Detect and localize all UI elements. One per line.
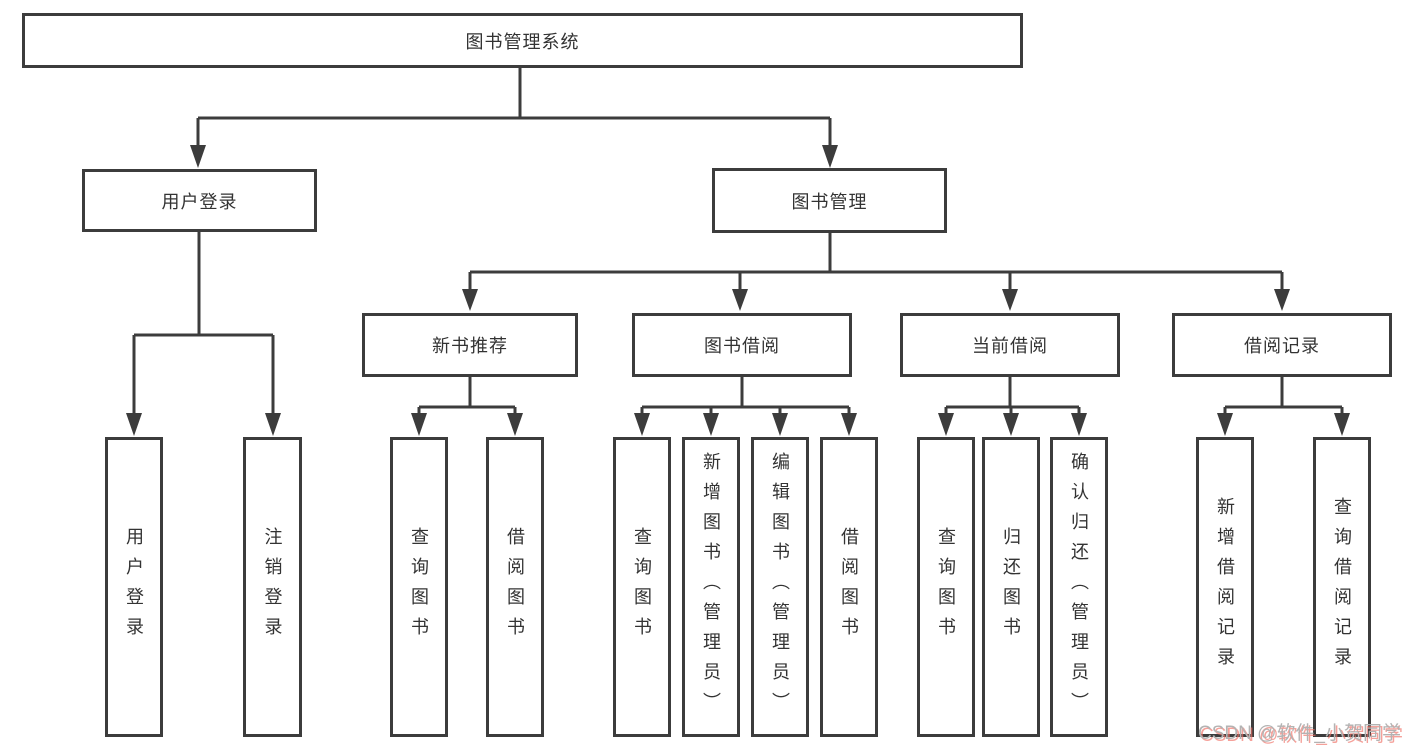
connector-book-management-branch xyxy=(468,233,1284,290)
node-borrow-records: 借阅记录 xyxy=(1172,313,1392,377)
node-current-borrow: 当前借阅 xyxy=(900,313,1120,377)
leaf-query-borrow-record: 查询借阅记录 xyxy=(1313,437,1371,737)
csdn-watermark: CSDN @软件_小贺同学 xyxy=(1198,723,1401,744)
node-book-borrow: 图书借阅 xyxy=(632,313,852,377)
leaf-query-books-recommend: 查询图书 xyxy=(390,437,448,737)
arrowheads-level3 xyxy=(462,289,1290,311)
connector-root-to-level2 xyxy=(196,68,832,147)
connector-new-book-recommend-branch xyxy=(417,377,517,415)
arrowheads-borrow-records-leaves xyxy=(1217,413,1350,436)
connector-user-login-branch xyxy=(132,232,275,415)
leaf-logout-login: 注销登录 xyxy=(243,437,302,737)
leaf-add-book-admin: 新增图书（管理员） xyxy=(682,437,740,737)
leaf-query-books-current: 查询图书 xyxy=(917,437,975,737)
leaf-add-borrow-record: 新增借阅记录 xyxy=(1196,437,1254,737)
arrowheads-book-borrow-leaves xyxy=(634,413,857,436)
leaf-return-book: 归还图书 xyxy=(982,437,1040,737)
leaf-borrow-books: 借阅图书 xyxy=(820,437,878,737)
node-library-management-system: 图书管理系统 xyxy=(22,13,1023,68)
leaf-query-books-borrow: 查询图书 xyxy=(613,437,671,737)
leaf-confirm-return-admin: 确认归还（管理员） xyxy=(1050,437,1108,737)
connector-current-borrow-branch xyxy=(944,377,1081,415)
connector-book-borrow-branch xyxy=(640,377,851,415)
leaf-borrow-books-recommend: 借阅图书 xyxy=(486,437,544,737)
leaf-user-login: 用户登录 xyxy=(105,437,163,737)
arrowheads-new-book-recommend-leaves xyxy=(411,413,523,436)
arrowheads-level2 xyxy=(190,145,838,168)
node-new-book-recommend: 新书推荐 xyxy=(362,313,578,377)
node-user-login: 用户登录 xyxy=(82,169,317,232)
arrowheads-current-borrow-leaves xyxy=(938,413,1087,436)
arrowheads-user-login-leaves xyxy=(126,413,281,436)
connector-borrow-records-branch xyxy=(1223,377,1344,415)
leaf-edit-book-admin: 编辑图书（管理员） xyxy=(751,437,809,737)
node-book-management: 图书管理 xyxy=(712,168,947,233)
